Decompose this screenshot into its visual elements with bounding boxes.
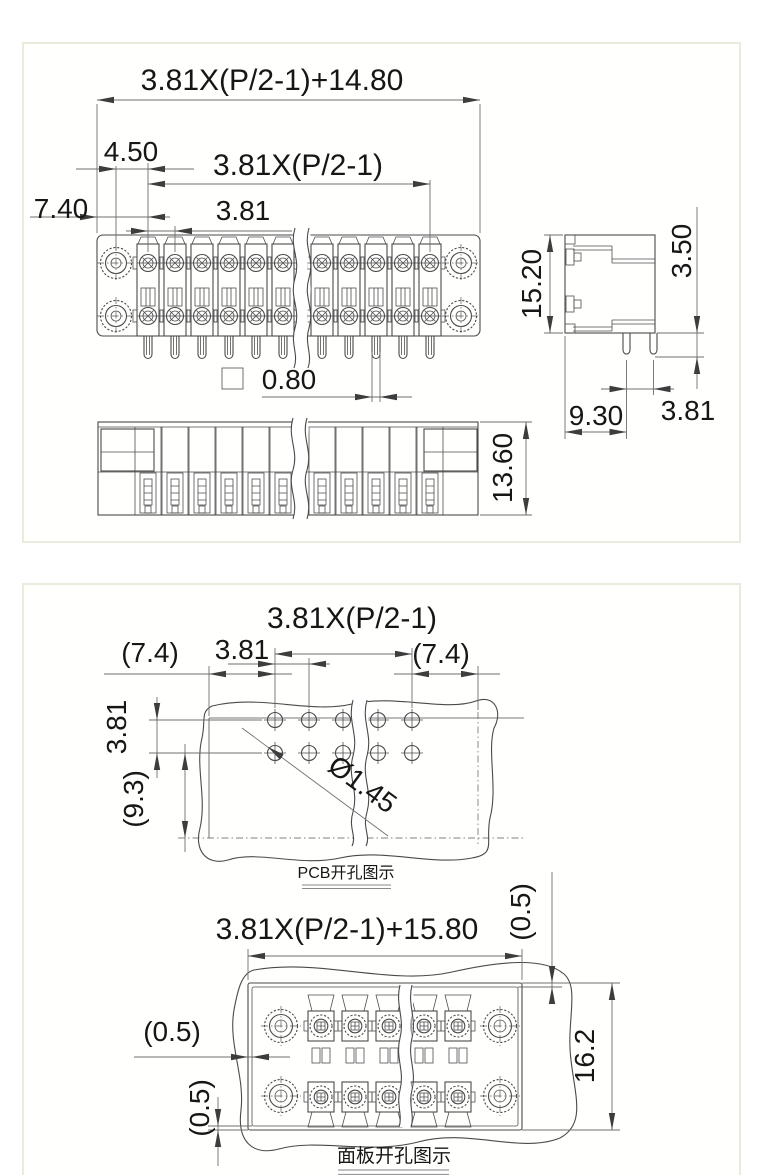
side-dim-height: 15.20 <box>516 249 547 319</box>
pcb-dimensions: 3.81X(P/2-1) (7.4) 3.81 (7.4) 3.81 (9.3)… <box>101 602 500 852</box>
pcb-dim-pitch: 3.81 <box>215 634 270 665</box>
pcb-dim-margin-left: (7.4) <box>121 637 179 668</box>
side-dim-pin-offset: 9.30 <box>569 400 624 431</box>
panel-dim-overall: 3.81X(P/2-1)+15.80 <box>216 913 479 946</box>
panel-dim-clearance-left: (0.5) <box>143 1016 201 1047</box>
front-dim-pin-square: 0.80 <box>262 364 317 395</box>
side-dim-pin-pitch: 3.81 <box>661 395 716 426</box>
side-dim-pin-length: 3.50 <box>666 224 697 279</box>
front-dim-pitch: 3.81 <box>216 195 271 226</box>
bottom-dim-depth: 13.60 <box>487 433 518 503</box>
front-dim-end-offset: 4.50 <box>104 136 159 167</box>
front-view: 3.81X(P/2-1)+14.80 4.50 3.81X(P/2-1) 7.4… <box>30 64 481 402</box>
panel-dim-clearance-bottom: (0.5) <box>184 1079 215 1137</box>
panel-caption: 面板开孔图示 <box>337 1145 451 1167</box>
front-dim-edge-offset: 7.40 <box>34 193 89 224</box>
panel-view: 3.81X(P/2-1)+15.80 (0.5) 16.2 (0.5) (0.5… <box>134 872 620 1175</box>
sheet-top <box>22 42 741 543</box>
panel-dim-clearance-top: (0.5) <box>505 883 536 941</box>
panel-dimensions: 3.81X(P/2-1)+15.80 (0.5) 16.2 (0.5) (0.5… <box>134 872 620 1166</box>
pcb-caption: PCB开孔图示 <box>298 864 395 882</box>
front-dim-span: 3.81X(P/2-1) <box>213 149 383 182</box>
pcb-view: 3.81X(P/2-1) (7.4) 3.81 (7.4) 3.81 (9.3)… <box>101 602 524 889</box>
front-dim-overall: 3.81X(P/2-1)+14.80 <box>141 64 404 97</box>
bottom-view: 13.60 <box>97 417 532 520</box>
pcb-dim-row-margin: (9.3) <box>118 770 149 828</box>
pcb-dim-margin-right: (7.4) <box>412 638 470 669</box>
side-dimensions: 15.20 3.50 9.30 3.81 <box>516 207 715 439</box>
front-dimensions: 3.81X(P/2-1)+14.80 4.50 3.81X(P/2-1) 7.4… <box>30 64 481 402</box>
bottom-view-dimensions: 13.60 <box>480 421 532 516</box>
panel-dim-height: 16.2 <box>569 1029 600 1084</box>
side-view: 15.20 3.50 9.30 3.81 <box>516 207 715 439</box>
bottom-view-slots <box>134 427 444 515</box>
sheet-bottom <box>22 583 741 1175</box>
pcb-dim-row-pitch: 3.81 <box>101 700 132 755</box>
pcb-dim-span: 3.81X(P/2-1) <box>267 602 437 635</box>
